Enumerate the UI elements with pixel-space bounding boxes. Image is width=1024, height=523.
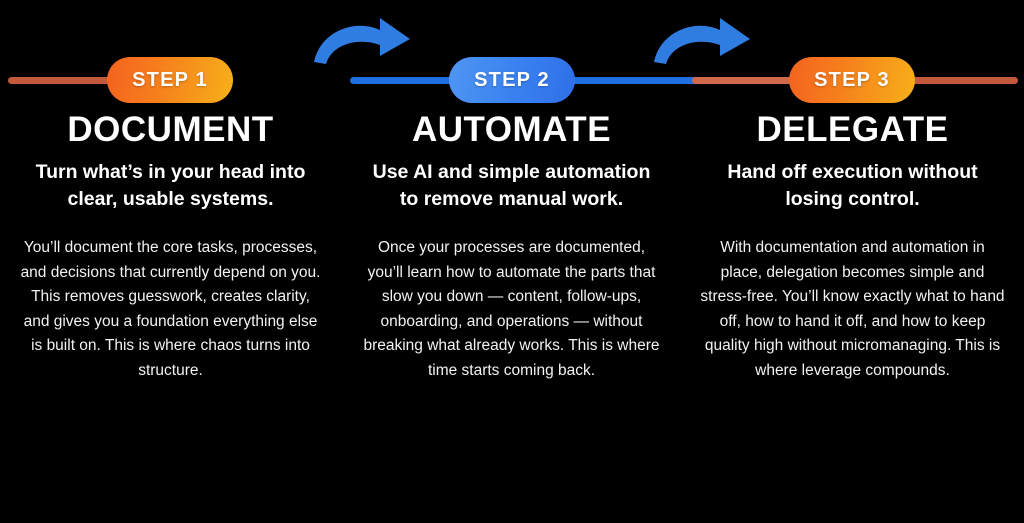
rail-segment-right-orange: [900, 77, 1018, 84]
curved-arrow-icon: [310, 12, 414, 68]
steps-columns: DOCUMENT Turn what’s in your head into c…: [0, 110, 1024, 383]
rail-segment-step1-to-step2-blue: [350, 77, 530, 84]
step-body-3: With documentation and automation in pla…: [700, 239, 1005, 379]
step-badge-2[interactable]: STEP 2: [449, 57, 575, 103]
step-title-2: AUTOMATE: [411, 110, 612, 149]
step-subtitle-3: Hand off execution without losing contro…: [727, 160, 978, 211]
rail-segment-step2-to-step3-orange: [692, 77, 872, 84]
step-subtitle-2: Use AI and simple automation to remove m…: [372, 160, 651, 211]
curved-arrow-icon: [650, 12, 754, 68]
step-body-1: You’ll document the core tasks, processe…: [20, 239, 321, 379]
step-body-2: Once your processes are documented, you’…: [363, 239, 660, 379]
step-title-3: DELEGATE: [756, 110, 949, 149]
step-title-1: DOCUMENT: [67, 110, 274, 149]
step-subtitle-1: Turn what’s in your head into clear, usa…: [35, 160, 306, 211]
step-badge-3[interactable]: STEP 3: [789, 57, 915, 103]
step-badge-1[interactable]: STEP 1: [107, 57, 233, 103]
step-column-2: AUTOMATE Use AI and simple automation to…: [341, 110, 682, 383]
rail-segment-step2-right-blue: [560, 77, 710, 84]
step-column-1: DOCUMENT Turn what’s in your head into c…: [0, 110, 341, 383]
step-column-3: DELEGATE Hand off execution without losi…: [682, 110, 1023, 383]
